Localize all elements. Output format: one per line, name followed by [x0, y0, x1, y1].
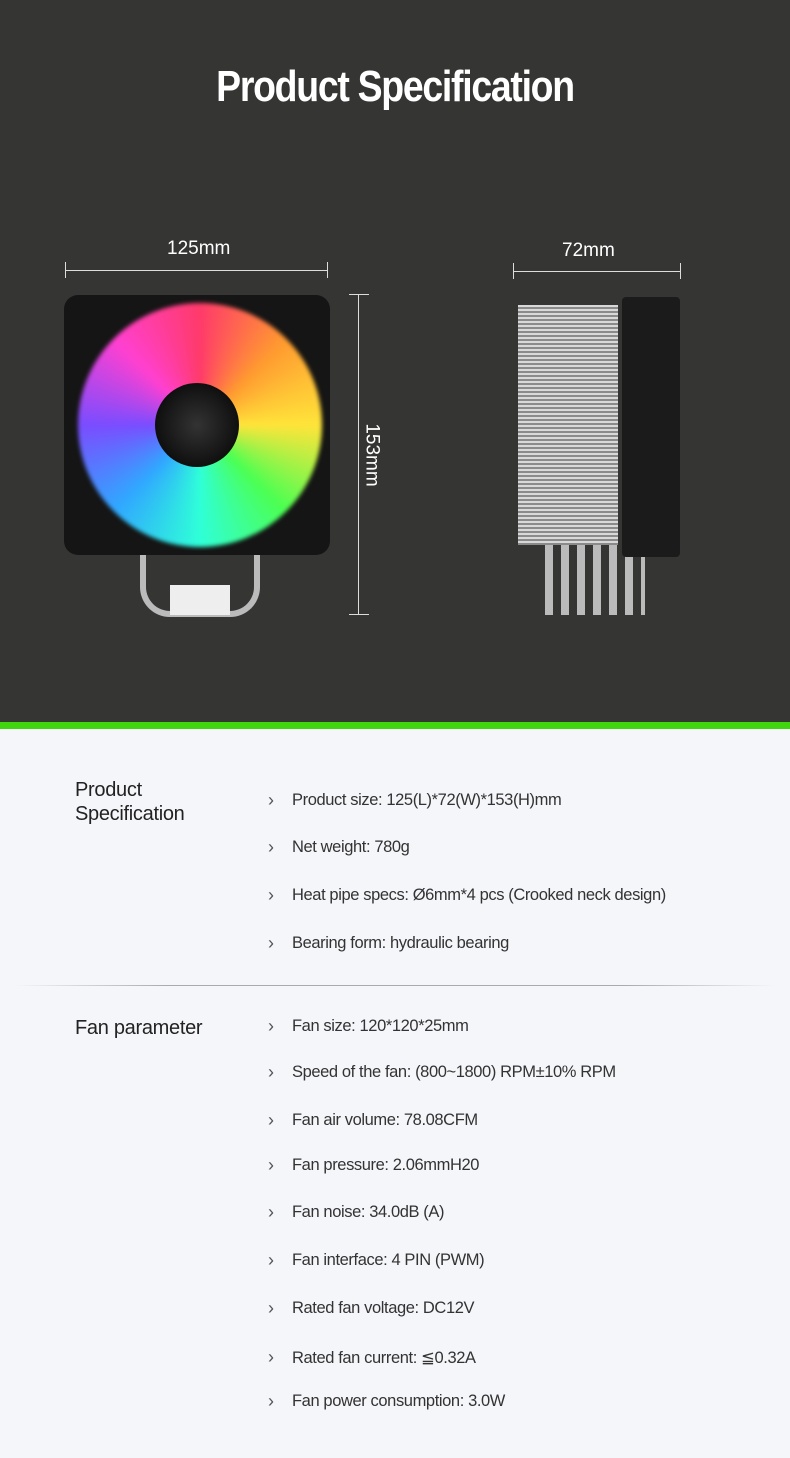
tick [65, 262, 66, 278]
section-divider [15, 985, 775, 986]
list-item: › Rated fan current: ≦0.32A [268, 1347, 476, 1368]
chevron-right-icon: › [268, 837, 274, 857]
list-item: › Rated fan voltage: DC12V [268, 1298, 475, 1319]
side-fan-image [622, 297, 680, 557]
tick [327, 262, 328, 278]
accent-bar [0, 722, 790, 729]
fan-hub-image [155, 383, 239, 467]
item-text: Rated fan current: ≦0.32A [292, 1348, 476, 1367]
chevron-right-icon: › [268, 790, 274, 810]
list-item: › Fan noise: 34.0dB (A) [268, 1202, 445, 1223]
item-text: Heat pipe specs: Ø6mm*4 pcs (Crooked nec… [292, 886, 666, 904]
heatsink-fins-image [518, 305, 618, 545]
chevron-right-icon: › [268, 1298, 274, 1318]
item-text: Fan pressure: 2.06mmH20 [292, 1156, 480, 1174]
item-text: Bearing form: hydraulic bearing [292, 934, 509, 952]
chevron-right-icon: › [268, 1110, 274, 1130]
chevron-right-icon: › [268, 1391, 274, 1411]
item-text: Fan size: 120*120*25mm [292, 1017, 469, 1035]
chevron-right-icon: › [268, 1202, 274, 1222]
list-item: › Product size: 125(L)*72(W)*153(H)mm [268, 790, 562, 811]
width-label: 72mm [562, 240, 615, 261]
item-text: Rated fan voltage: DC12V [292, 1299, 475, 1317]
tick [513, 263, 514, 279]
list-item: › Bearing form: hydraulic bearing [268, 933, 509, 954]
item-text: Fan power consumption: 3.0W [292, 1392, 505, 1410]
tick [349, 294, 369, 295]
chevron-right-icon: › [268, 1062, 274, 1082]
item-text: Speed of the fan: (800~1800) RPM±10% RPM [292, 1063, 616, 1081]
list-item: › Fan size: 120*120*25mm [268, 1016, 469, 1037]
list-item: › Fan power consumption: 3.0W [268, 1391, 505, 1412]
item-text: Fan interface: 4 PIN (PWM) [292, 1251, 485, 1269]
tick [680, 263, 681, 279]
chevron-right-icon: › [268, 1347, 274, 1367]
section-heading: Fan parameter [75, 1017, 203, 1039]
length-line [65, 270, 328, 271]
item-text: Fan noise: 34.0dB (A) [292, 1203, 445, 1221]
item-text: Net weight: 780g [292, 838, 410, 856]
page-title: Product Specification [216, 62, 575, 111]
width-line [513, 271, 681, 272]
height-label: 153mm [361, 423, 383, 487]
cooler-base-image [170, 585, 230, 615]
list-item: › Fan interface: 4 PIN (PWM) [268, 1250, 485, 1271]
section-heading: Product Specification [75, 779, 185, 825]
item-text: Fan air volume: 78.08CFM [292, 1111, 478, 1129]
chevron-right-icon: › [268, 1155, 274, 1175]
list-item: › Fan pressure: 2.06mmH20 [268, 1155, 479, 1176]
length-label: 125mm [167, 238, 231, 259]
item-text: Product size: 125(L)*72(W)*153(H)mm [292, 791, 562, 809]
chevron-right-icon: › [268, 933, 274, 953]
list-item: › Heat pipe specs: Ø6mm*4 pcs (Crooked ne… [268, 885, 666, 906]
tick [349, 614, 369, 615]
chevron-right-icon: › [268, 1250, 274, 1270]
list-item: › Net weight: 780g [268, 837, 410, 858]
list-item: › Fan air volume: 78.08CFM [268, 1110, 478, 1131]
chevron-right-icon: › [268, 1016, 274, 1036]
list-item: › Speed of the fan: (800~1800) RPM±10% RP… [268, 1062, 616, 1083]
chevron-right-icon: › [268, 885, 274, 905]
height-line [358, 294, 359, 615]
